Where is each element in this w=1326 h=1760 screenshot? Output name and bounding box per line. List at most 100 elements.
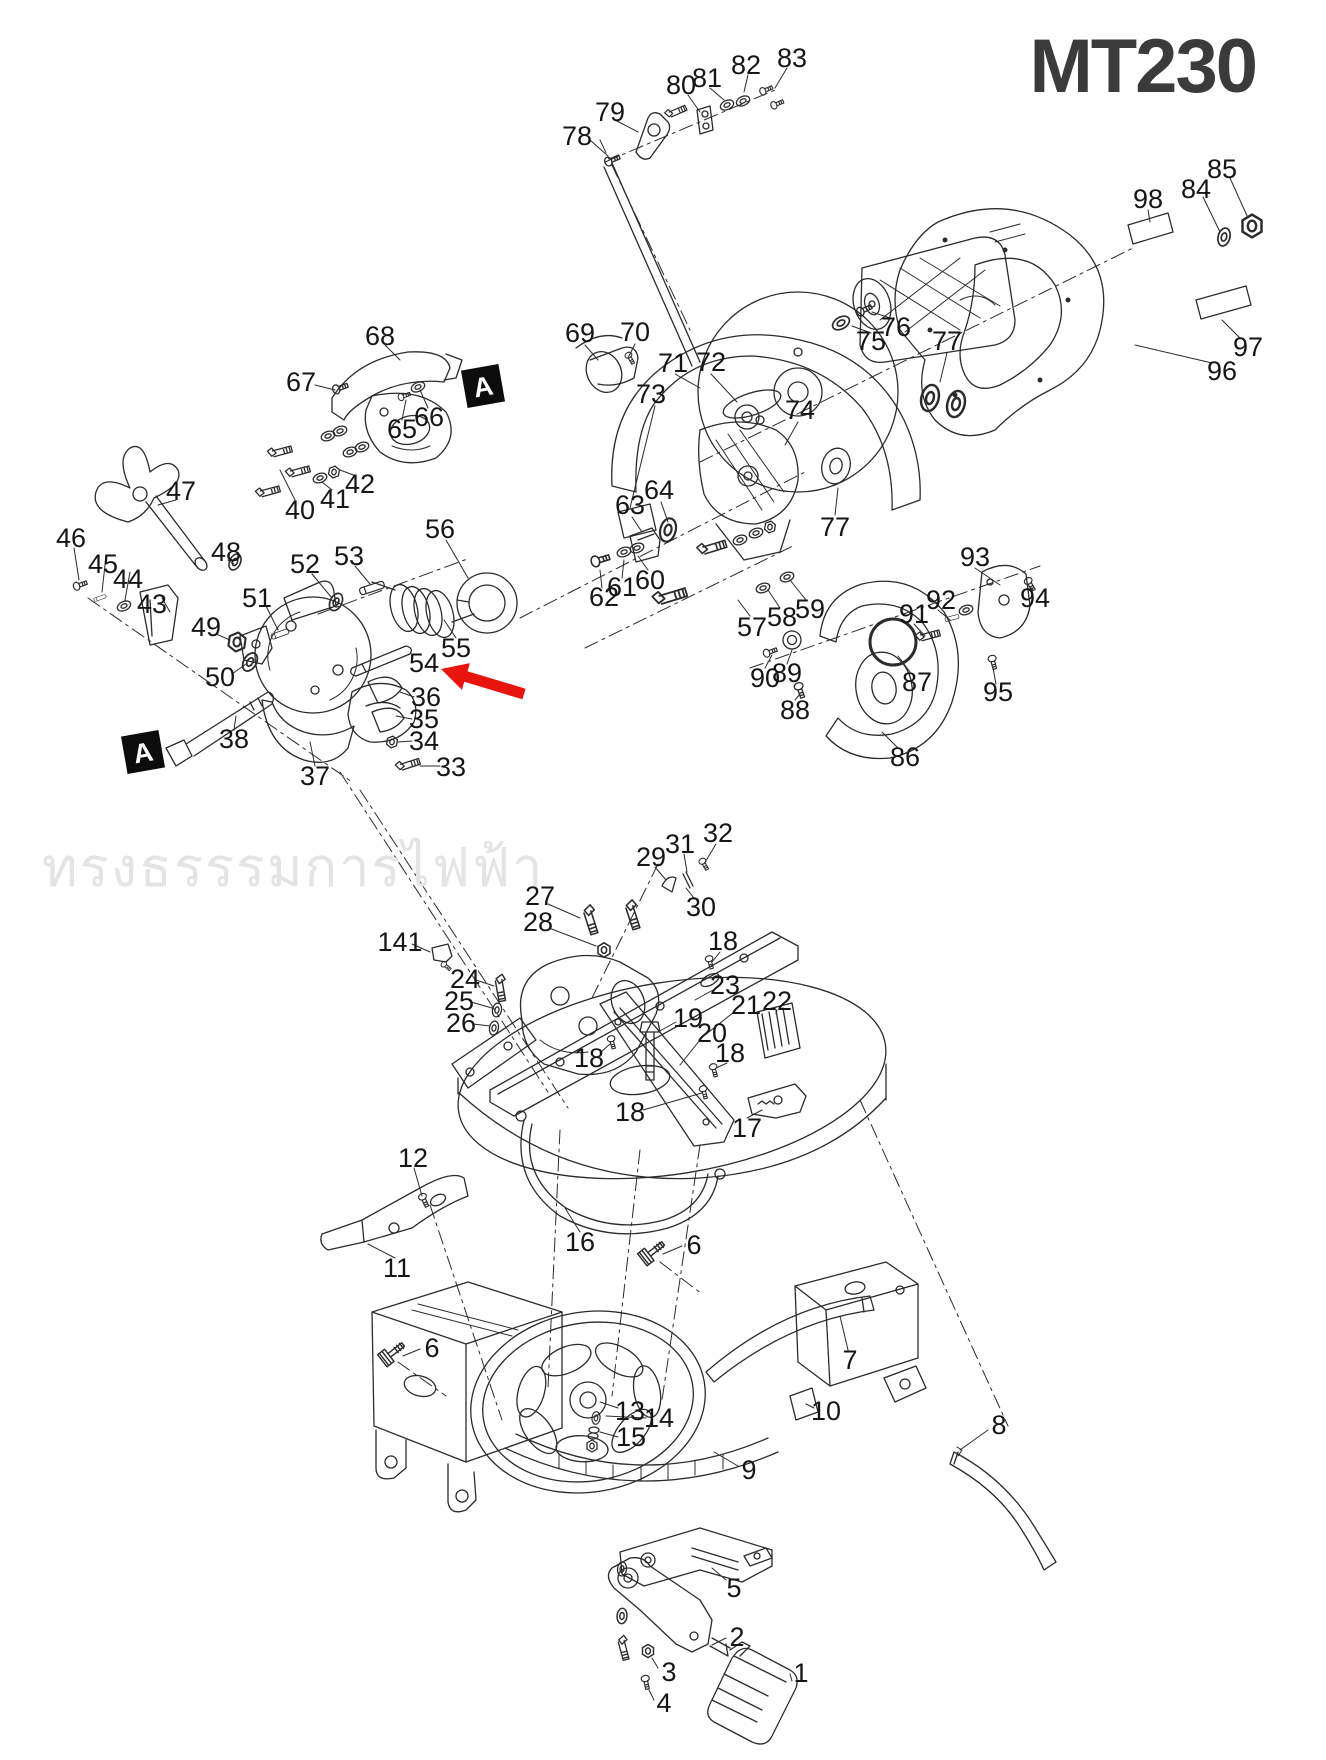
part-number-label: 18 xyxy=(574,1043,604,1073)
part-number-label: 88 xyxy=(780,695,810,725)
part-number-label: 64 xyxy=(644,475,674,505)
part-number-label: 81 xyxy=(692,63,722,93)
part-number-label: 69 xyxy=(565,318,595,348)
part-number-label: 41 xyxy=(320,484,350,514)
part-number-label: 19 xyxy=(673,1003,703,1033)
part-number-label: 5 xyxy=(726,1573,741,1603)
ring-spring-87 xyxy=(868,617,918,667)
part-number-label: 76 xyxy=(881,312,911,342)
part-number-label: 1 xyxy=(793,1658,808,1688)
part-number-label: 25 xyxy=(444,986,474,1016)
torsion-spring xyxy=(371,581,475,639)
pivot-pin-54 xyxy=(350,645,412,677)
part-number-label: 61 xyxy=(607,572,637,602)
part-number-label: 34 xyxy=(409,726,439,756)
switch-block-63 xyxy=(629,527,661,563)
part-number-label: 45 xyxy=(88,549,118,579)
lock-latch-17 xyxy=(747,1083,807,1119)
stopper-knob-group xyxy=(71,445,262,675)
part-number-label: 68 xyxy=(365,321,395,351)
leader-lines xyxy=(73,67,1249,1701)
part-number-label: 4 xyxy=(656,1688,671,1718)
part-number-label: 74 xyxy=(785,395,815,425)
part-number-label: 24 xyxy=(450,964,480,994)
label-plate-10 xyxy=(789,1387,819,1421)
part-number-label: 16 xyxy=(565,1227,595,1257)
part-number-label: 18 xyxy=(715,1038,745,1068)
detail-marker-A: A xyxy=(460,363,506,409)
part-number-label: 75 xyxy=(856,326,886,356)
part-number-label: 78 xyxy=(562,121,592,151)
part-number-label: 20 xyxy=(697,1018,727,1048)
part-number-label: 48 xyxy=(211,537,241,567)
part-number-label: 93 xyxy=(960,542,990,572)
part-number-label: 21 xyxy=(731,990,761,1020)
part-number-label: 90 xyxy=(750,663,780,693)
assembly-centerlines xyxy=(87,89,1136,1427)
clamp-141 xyxy=(431,943,453,963)
curved-cover-7 xyxy=(705,1295,875,1383)
part-number-label: 97 xyxy=(1233,332,1263,362)
part-number-label: 26 xyxy=(446,1008,476,1038)
part-number-label: 6 xyxy=(424,1333,439,1363)
lower-guard-group xyxy=(761,564,1038,760)
part-number-label: 13 xyxy=(615,1396,645,1426)
part-number-label: 53 xyxy=(334,541,364,571)
part-number-label: 82 xyxy=(731,50,761,80)
guard-slot xyxy=(722,389,782,419)
part-number-label: 66 xyxy=(414,402,444,432)
part-number-label: 27 xyxy=(525,881,555,911)
part-number-label: 35 xyxy=(409,704,439,734)
part-number-label: 28 xyxy=(523,907,553,937)
part-number-label: 85 xyxy=(1207,154,1237,184)
part-number-label: 18 xyxy=(708,926,738,956)
part-number-label: 60 xyxy=(635,565,665,595)
part-number-label: 91 xyxy=(899,599,929,629)
part-number-label: 57 xyxy=(737,612,767,642)
label-plate xyxy=(1195,285,1252,320)
part-number-label: 77 xyxy=(820,512,850,542)
guide-fence xyxy=(489,931,799,1117)
detail-markers: AA xyxy=(120,363,506,775)
kerf-board xyxy=(599,991,735,1147)
part-number-label: 77 xyxy=(932,326,962,356)
part-number-label: 80 xyxy=(666,70,696,100)
part-number-label: 86 xyxy=(890,742,920,772)
detail-marker-A: A xyxy=(120,729,166,775)
part-number-label: 43 xyxy=(137,589,167,619)
flat-ring-56 xyxy=(456,572,518,634)
part-number-label: 58 xyxy=(767,602,797,632)
part-number-label: 59 xyxy=(795,594,825,624)
part-number-label: 40 xyxy=(285,495,315,525)
part-number-label: 56 xyxy=(425,514,455,544)
part-number-label: 73 xyxy=(636,379,666,409)
motor-housing-handle xyxy=(829,208,1263,437)
part-number-label: 94 xyxy=(1020,583,1050,613)
part-number-label: 63 xyxy=(615,490,645,520)
part-number-label: 15 xyxy=(616,1422,646,1452)
part-number-label: 29 xyxy=(636,842,666,872)
model-title: MT230 xyxy=(1029,24,1256,109)
part-number-label: 11 xyxy=(383,1253,411,1283)
vise-grip-group xyxy=(607,1527,798,1745)
part-number-label: 65 xyxy=(387,414,417,444)
part-number-label: 79 xyxy=(595,97,625,127)
link-lever-assembly xyxy=(602,83,786,367)
blade-guard xyxy=(575,334,921,561)
clamp-plate-5 xyxy=(619,1527,773,1587)
caution-sticker xyxy=(617,503,657,539)
part-number-label: 47 xyxy=(166,476,196,506)
part-number-label: 42 xyxy=(345,469,375,499)
part-number-label: 31 xyxy=(665,829,695,859)
turn-base-group xyxy=(431,856,887,1235)
part-number-label: 2 xyxy=(729,1622,744,1652)
part-number-label: 71 xyxy=(658,348,688,378)
part-number-label: 62 xyxy=(589,582,619,612)
name-plate xyxy=(1127,212,1174,245)
saw-blade xyxy=(697,291,969,493)
part-number-label: 87 xyxy=(902,667,932,697)
part-number-label: 6 xyxy=(686,1230,701,1260)
